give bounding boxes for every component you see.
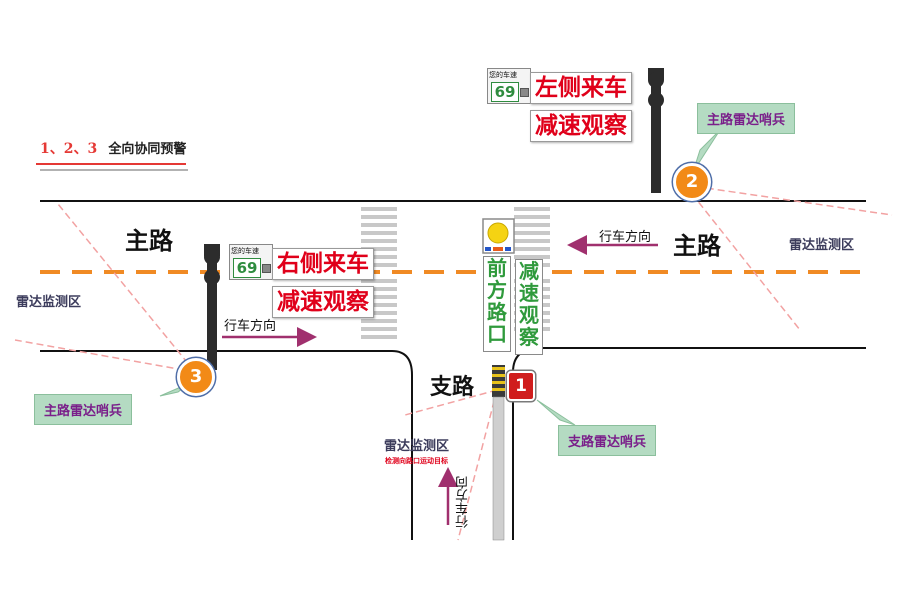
branch-warning-sign: 前方路口 减速观察 <box>482 218 544 355</box>
sign-message-line2: 减速观察 <box>272 286 374 318</box>
tag-pointer-1 <box>536 399 576 426</box>
sign-message-line1: 左侧来车 <box>530 72 632 104</box>
radar-sentinel-icon <box>492 365 505 541</box>
warning-sign-right-coming: 您的车速 69 右侧来车 减速观察 <box>229 244 381 324</box>
radar-sentinel-icon: 3 <box>177 358 215 396</box>
direction-label-branch: 行车方向 <box>456 476 471 528</box>
speed-title: 您的车速 <box>489 71 517 79</box>
branch-road-left-edge <box>391 350 413 540</box>
sign-message-line2: 减速观察 <box>530 110 632 142</box>
warning-light-icon <box>262 264 271 273</box>
traffic-light-pole-icon <box>204 244 220 370</box>
traffic-light-pole-icon <box>648 68 664 193</box>
branch-sign-column1: 前方路口 <box>483 256 511 352</box>
radar-zone-branch: 雷达监测区 <box>384 439 450 454</box>
sign-message-line1: 右侧来车 <box>272 248 374 280</box>
speed-display: 您的车速 69 <box>229 244 273 280</box>
sentinel-tag-1: 支路雷达哨兵 <box>558 425 657 456</box>
speed-value: 69 <box>491 82 519 102</box>
warning-light-icon <box>482 218 515 254</box>
branch-road-label: 支路 <box>430 375 475 400</box>
sentinel-tag-2: 主路雷达哨兵 <box>697 103 796 134</box>
tag-pointer-2 <box>692 129 721 173</box>
direction-label-upper: 行车方向 <box>224 319 277 334</box>
speed-display: 您的车速 69 <box>487 68 531 104</box>
warning-light-icon <box>520 88 529 97</box>
direction-label-lower: 行车方向 <box>599 230 652 245</box>
radar-zone-left: 雷达监测区 <box>16 295 82 310</box>
title-text: 全向协同预警 <box>108 142 187 157</box>
diagram-title: 1、2、3 全向协同预警 <box>40 138 186 158</box>
radar-cones <box>14 184 893 541</box>
speed-value: 69 <box>233 258 261 278</box>
title-numbers: 1、2、3 <box>40 141 98 157</box>
radar-zone-branch-note: 检测向路口运动目标 <box>385 457 448 465</box>
title-underline <box>36 163 186 165</box>
crosswalk-left <box>361 207 397 339</box>
radar-sentinel-icon: 1 <box>507 371 535 401</box>
sentinel-tag-3: 主路雷达哨兵 <box>34 394 133 425</box>
main-road-label-right: 主路 <box>673 232 721 260</box>
speed-title: 您的车速 <box>231 247 259 255</box>
branch-sign-column2: 减速观察 <box>515 259 543 355</box>
radar-zone-right: 雷达监测区 <box>789 238 855 253</box>
warning-sign-left-coming: 您的车速 69 左侧来车 减速观察 <box>487 68 639 148</box>
radar-sentinel-icon: 2 <box>673 163 711 201</box>
main-road-label-left: 主路 <box>125 227 173 255</box>
